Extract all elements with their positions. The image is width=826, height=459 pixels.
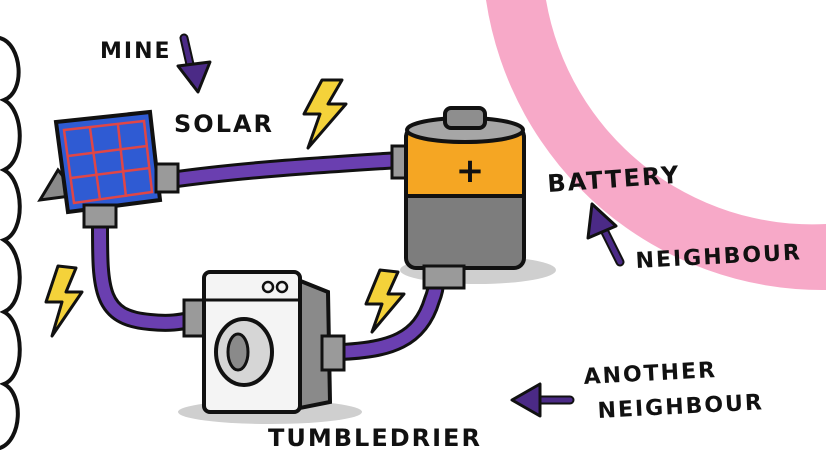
label-solar: SOLAR bbox=[174, 110, 274, 138]
label-another-line2: NEIGHBOUR bbox=[597, 390, 764, 424]
lightning-bolt-icon bbox=[46, 266, 82, 336]
solar-panel bbox=[40, 112, 178, 227]
label-another-line1: ANOTHER bbox=[583, 358, 718, 390]
arrow-another-neighbour-to-tumbledrier bbox=[512, 384, 570, 416]
tumbledrier bbox=[178, 272, 362, 424]
battery-plus-sign: + bbox=[456, 151, 485, 191]
left-wavy-border bbox=[0, 38, 20, 448]
label-mine: MINE bbox=[100, 39, 172, 64]
battery: + bbox=[392, 108, 556, 288]
lightning-bolt-icon bbox=[304, 80, 346, 148]
lightning-bolt-icon bbox=[366, 270, 404, 332]
arrow-mine-to-solar bbox=[178, 38, 210, 92]
label-tumbledrier: TUMBLEDRIER bbox=[268, 424, 482, 452]
